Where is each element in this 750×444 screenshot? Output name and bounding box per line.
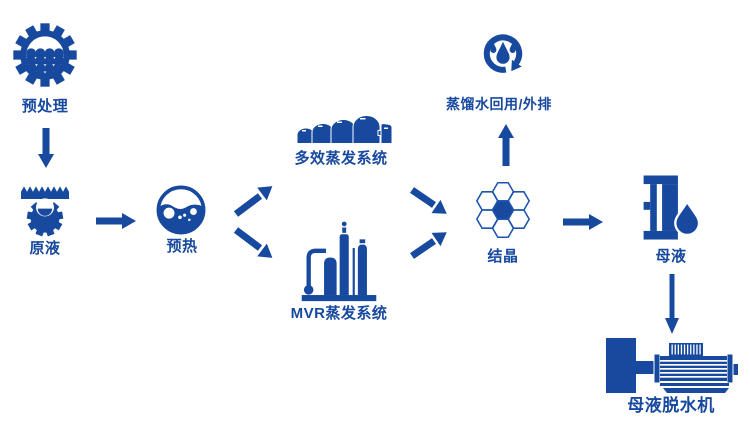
node-label-mother-liquor: 母液 (655, 248, 687, 265)
water-recycle-icon (483, 34, 523, 73)
evaporator-domes-icon (296, 115, 393, 144)
flow-arrow-mother-liquor-to-dewatering (665, 274, 679, 334)
flow-arrow-raw-liquid-to-preheat (96, 213, 136, 229)
flow-arrow-crystallization-to-distilled-water (498, 124, 514, 166)
node-label-raw-liquid: 原液 (29, 240, 61, 257)
flow-arrow-preheat-to-mvr (233, 227, 273, 258)
flow-arrow-pretreatment-to-raw-liquid (38, 128, 54, 168)
distillation-columns-icon (301, 220, 377, 302)
node-label-multi-effect: 多效蒸发系统 (294, 150, 388, 167)
barrel-droplet-icon (643, 175, 701, 240)
flow-arrow-preheat-to-multi-effect (233, 186, 273, 217)
crystal-honeycomb-icon (475, 181, 531, 239)
flow-arrow-mvr-to-crystallization (410, 232, 447, 259)
dewatering-machine-icon (606, 338, 738, 393)
node-label-distilled-water: 蒸馏水回用/外排 (446, 96, 552, 112)
flow-arrow-crystallization-to-mother-liquor (563, 214, 603, 230)
node-label-mvr: MVR蒸发系统 (290, 305, 388, 322)
liquid-gear-icon (21, 186, 69, 237)
flow-arrow-multi-effect-to-crystallization (410, 187, 447, 214)
heated-liquid-icon (156, 185, 206, 235)
node-label-pretreatment: 预处理 (21, 98, 69, 115)
node-label-dewatering: 母液脱水机 (627, 396, 715, 415)
node-label-preheat: 预热 (166, 238, 198, 255)
gear-water-icon (13, 23, 77, 87)
node-label-crystallization: 结晶 (487, 248, 519, 265)
